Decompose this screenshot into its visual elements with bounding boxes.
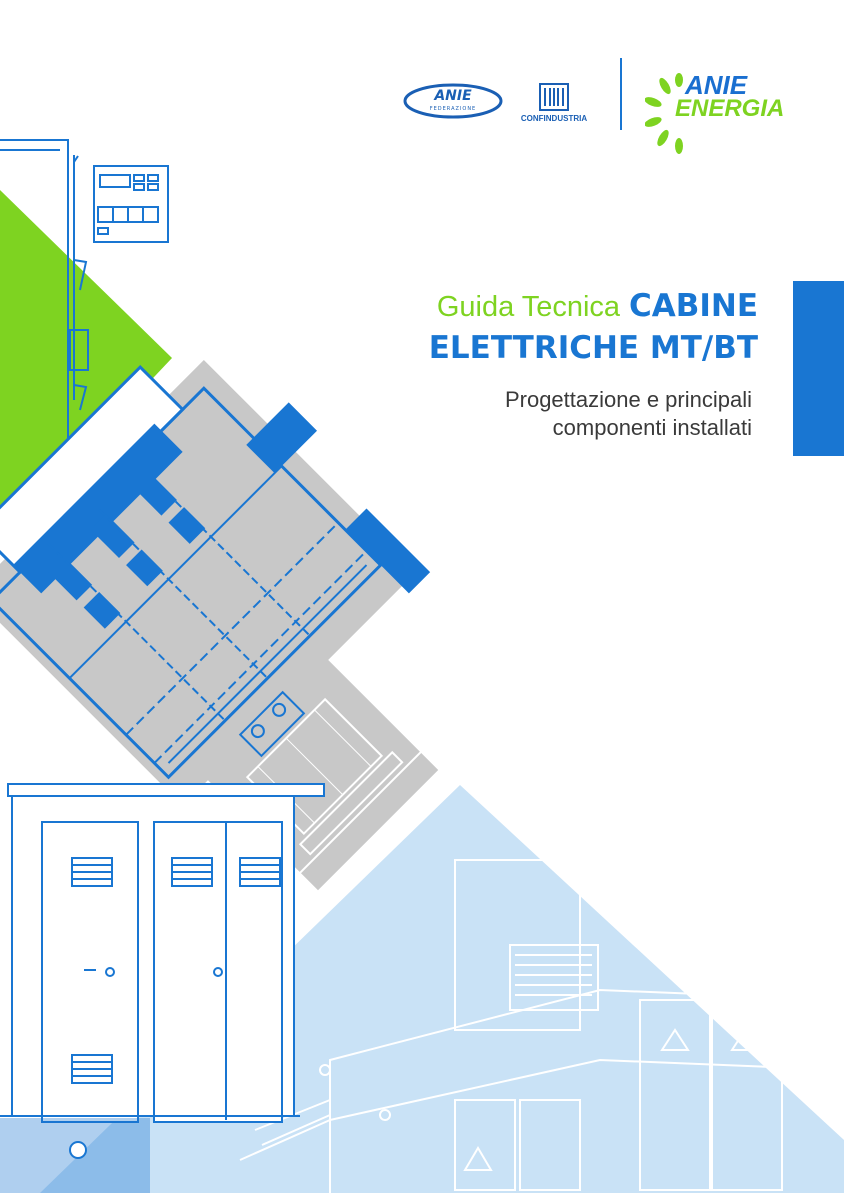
confindustria-logo-text: CONFINDUSTRIA	[520, 114, 588, 123]
mv-switchboard-sketch	[0, 360, 431, 806]
anie-logo-text: ANIE	[434, 88, 472, 104]
title-cabine: CABINE	[628, 288, 758, 324]
anie-logo-ellipse-icon	[403, 83, 503, 119]
anie-logo-subtitle: FEDERAZIONE	[429, 106, 477, 112]
substation-enclosure-sketch	[0, 783, 325, 1123]
title-elettriche-mt-bt: ELETTRICHE MT/BT	[428, 330, 758, 366]
switchgear-cabinet-sketch	[0, 139, 169, 470]
cabin-interior-sketch	[239, 859, 844, 1193]
blue-edge-tab	[793, 281, 844, 456]
anie-energia-line1: ANIE	[685, 70, 748, 100]
confindustria-logo: CONFINDUSTRIA	[514, 82, 594, 124]
green-triangle	[0, 190, 172, 540]
anie-energia-line2: ENERGIA	[675, 95, 785, 122]
sun-burst-icon	[645, 73, 683, 154]
title-guida-tecnica: Guida Tecnica	[436, 291, 621, 323]
cover-title-line1: Guida Tecnica CABINE	[437, 286, 758, 327]
anie-energia-logo: ANIE ENERGIA	[645, 72, 790, 154]
cover-subtitle-line2: componenti installati	[552, 415, 752, 440]
logo-separator	[620, 58, 622, 130]
cover-subtitle-line1: Progettazione e principali	[504, 387, 752, 412]
confindustria-eagle-icon	[539, 83, 569, 111]
anie-federazione-logo: ANIE FEDERAZIONE	[403, 82, 503, 120]
